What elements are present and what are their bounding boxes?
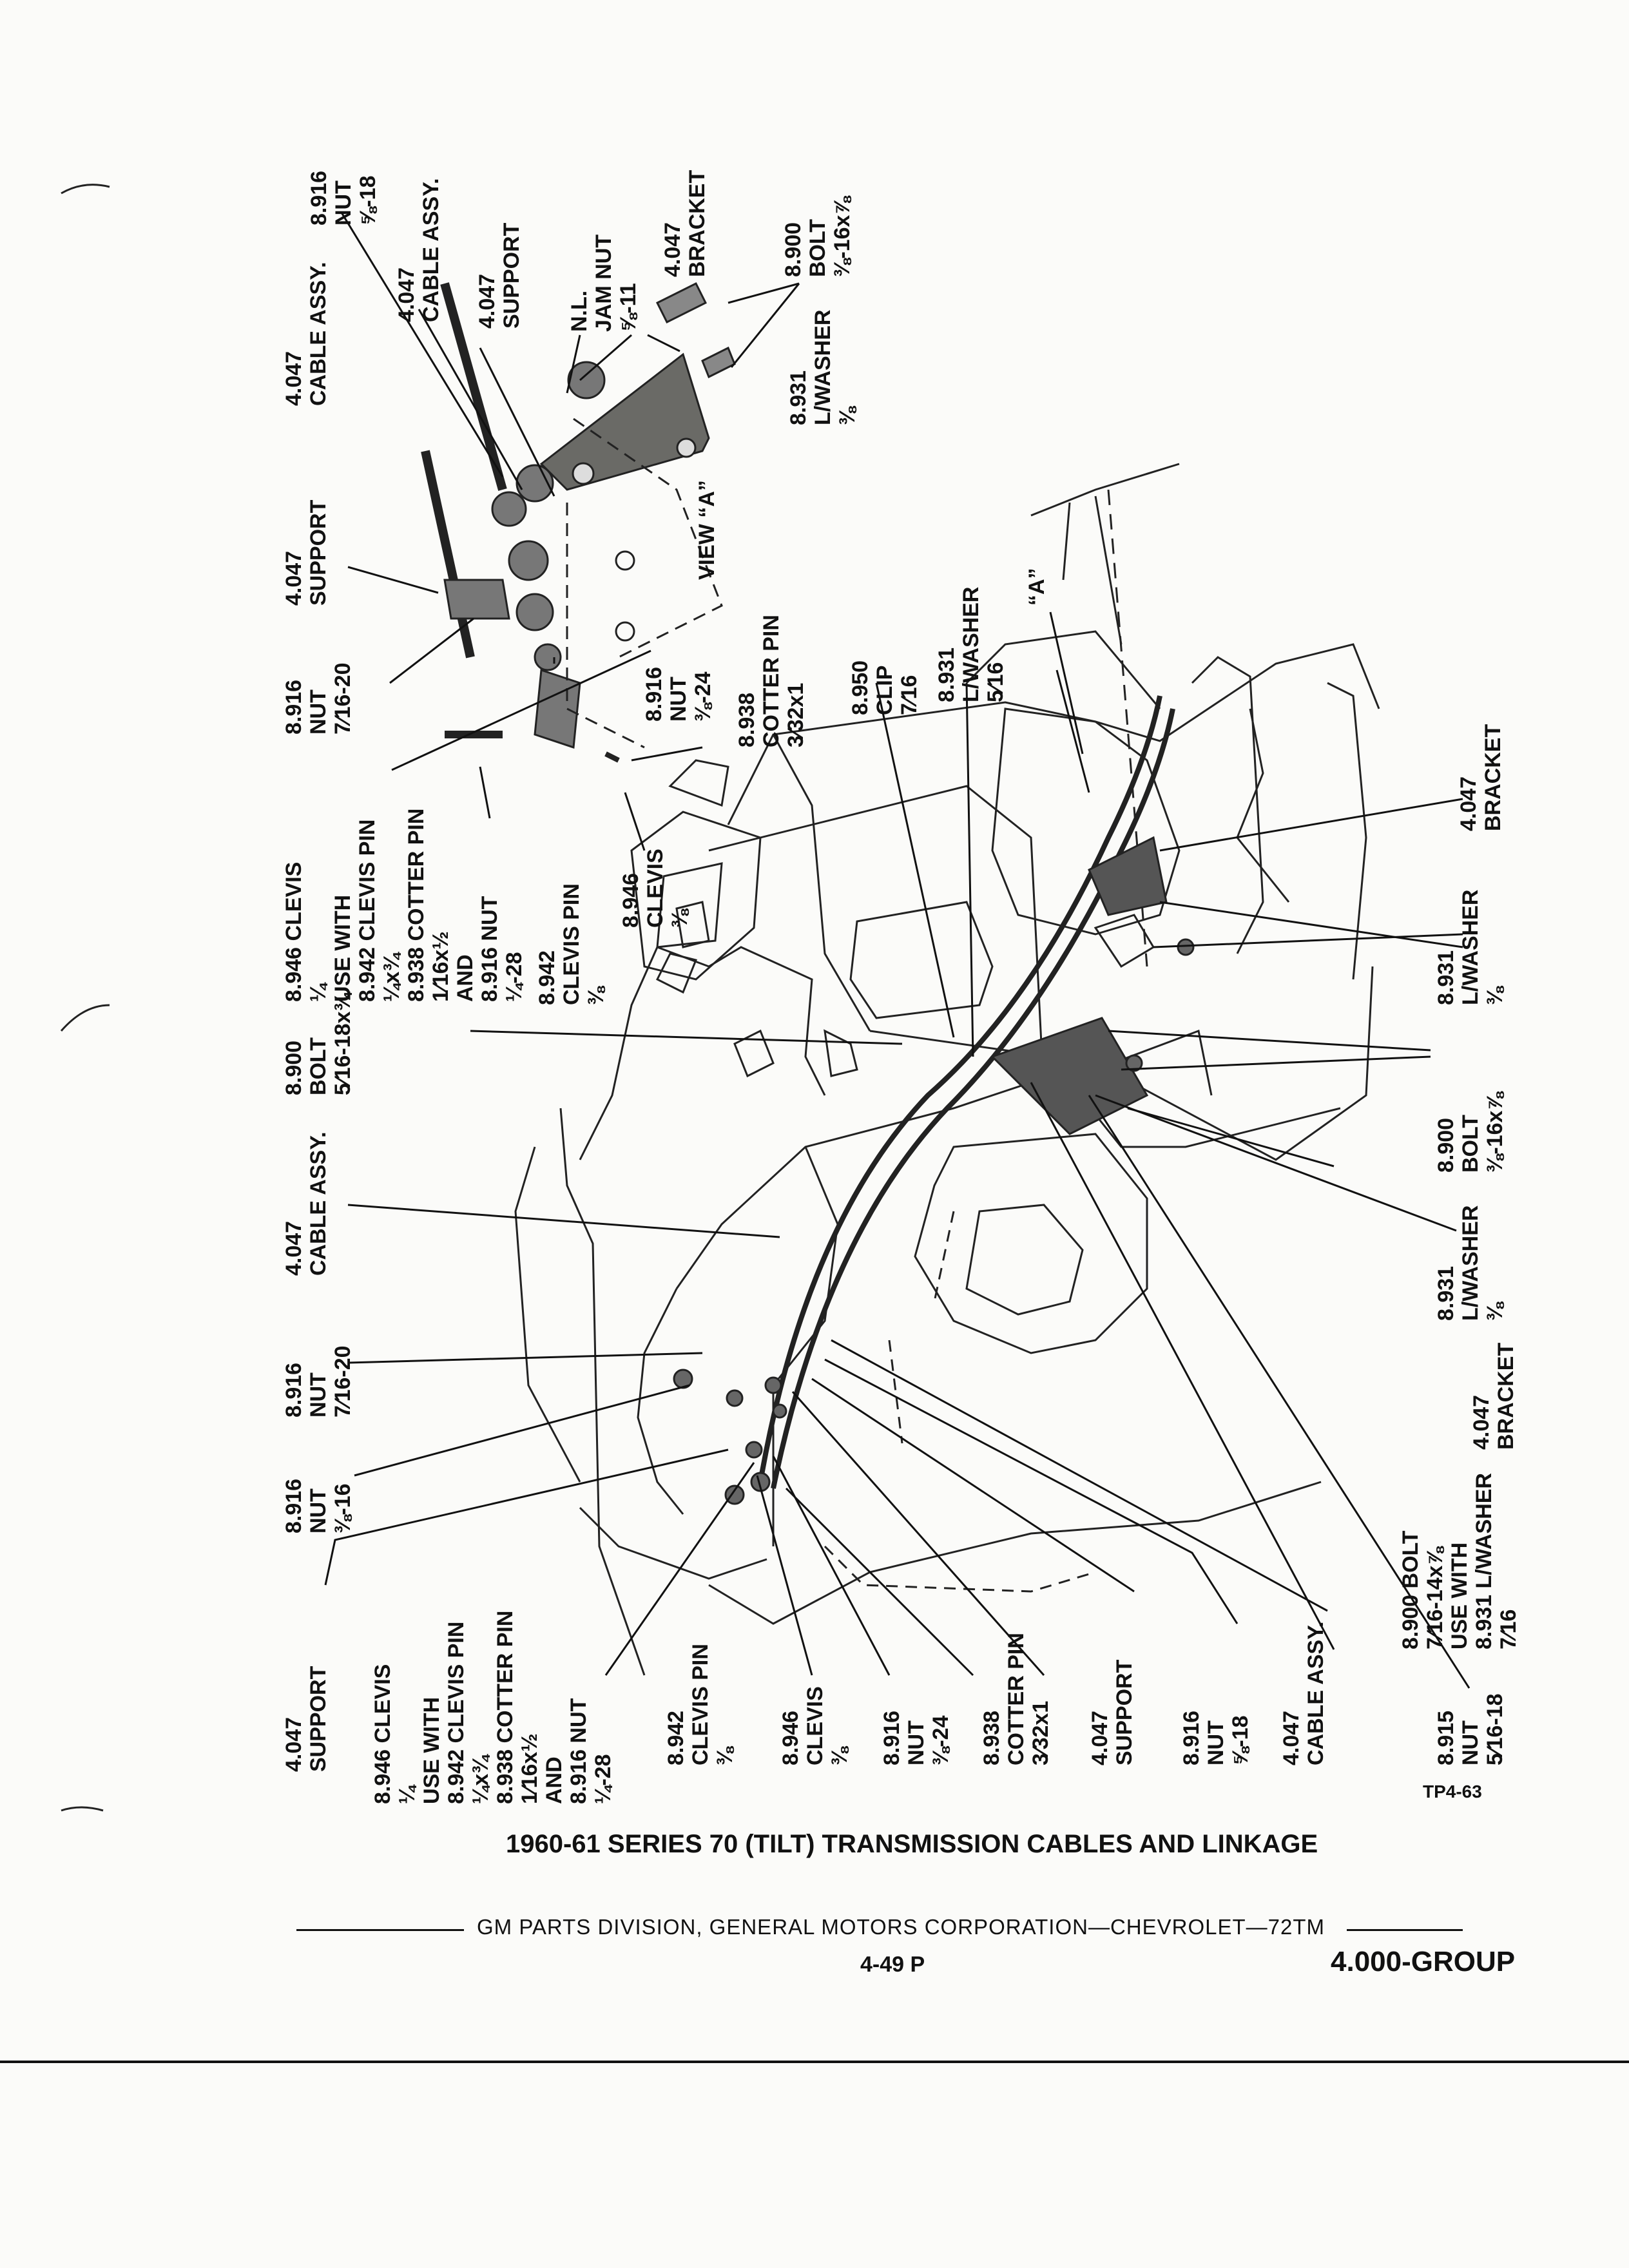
label-view-a: VIEW “A” (695, 480, 719, 580)
footer-rule-left (296, 1929, 464, 1931)
page-title: 1960-61 SERIES 70 (TILT) TRANSMISSION CA… (506, 1830, 1318, 1858)
footer-division: GM PARTS DIVISION, GENERAL MOTORS CORPOR… (477, 1915, 1325, 1939)
figure-code: TP4-63 (1423, 1782, 1482, 1802)
bottom-rule (0, 2061, 1629, 2063)
footer-page-number: 4-49 P (860, 1952, 925, 1977)
footer-group: 4.000-GROUP (1331, 1946, 1516, 1977)
label-a-marker: “A” (1025, 568, 1049, 606)
footer-rule-right (1347, 1929, 1463, 1931)
